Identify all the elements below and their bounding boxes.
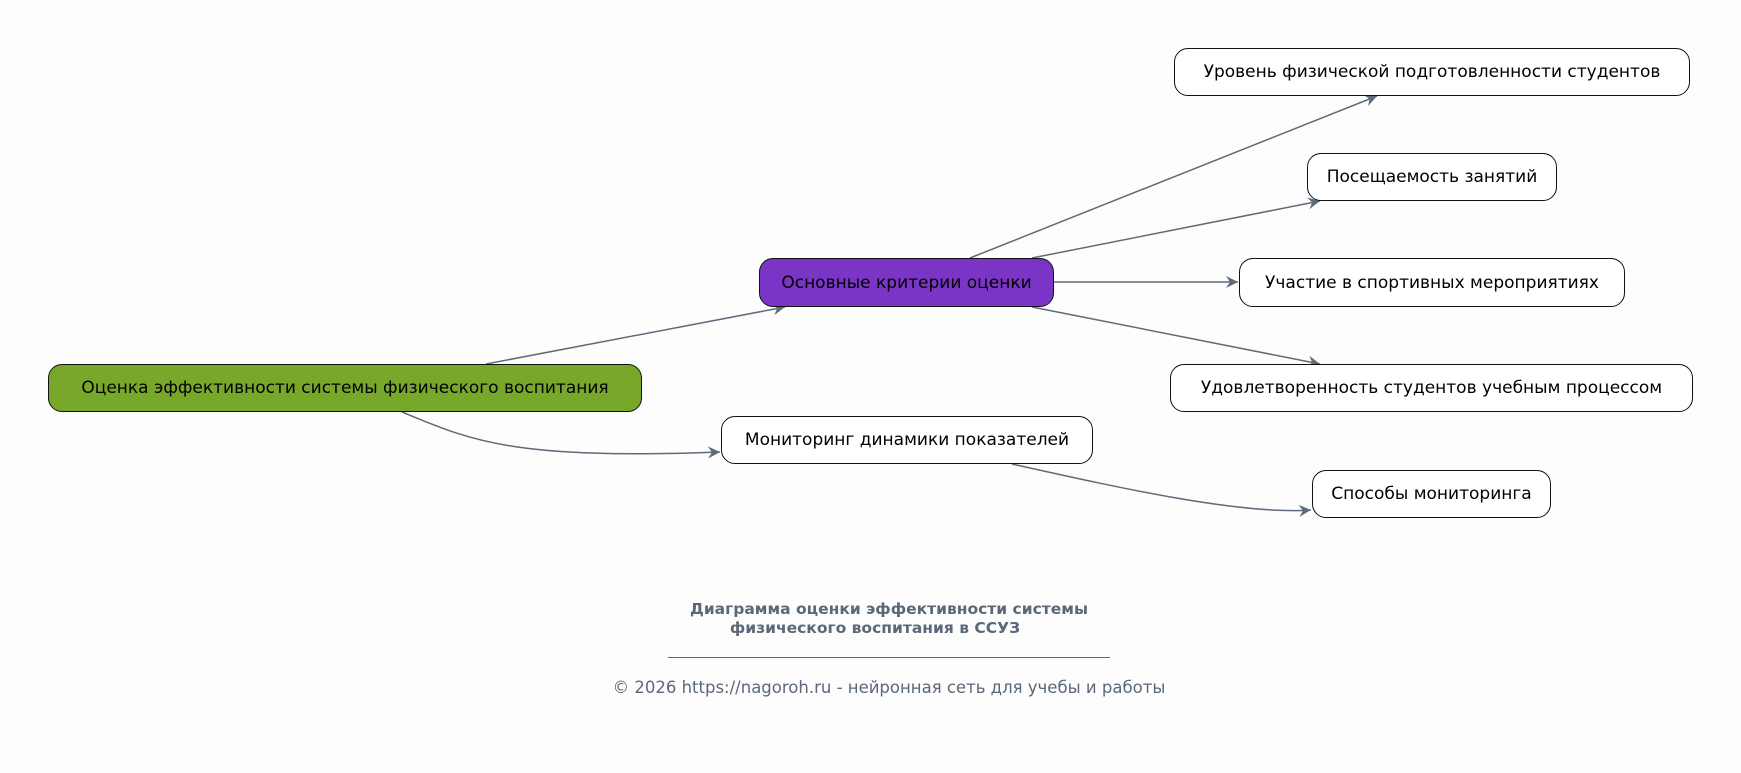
node-attendance[interactable]: Посещаемость занятий xyxy=(1307,153,1557,201)
caption-line-2: физического воспитания в ССУЗ xyxy=(729,619,1021,637)
edge-root-criteria xyxy=(485,303,786,365)
node-participation[interactable]: Участие в спортивных мероприятиях xyxy=(1239,258,1625,307)
edge-criteria-attendance xyxy=(1031,197,1321,259)
node-root[interactable]: Оценка эффективности системы физического… xyxy=(48,364,642,412)
edge-monitoring-methods xyxy=(1011,463,1312,517)
caption-divider xyxy=(668,657,1110,658)
caption-line-1: Диаграмма оценки эффективности системы xyxy=(690,600,1088,618)
edge-criteria-satisfaction xyxy=(1031,306,1321,368)
node-fitness[interactable]: Уровень физической подготовленности студ… xyxy=(1174,48,1690,96)
node-criteria[interactable]: Основные критерии оценки xyxy=(759,258,1054,307)
node-monitoring[interactable]: Мониторинг динамики показателей xyxy=(721,416,1093,464)
edge-criteria-fitness xyxy=(969,94,1378,259)
diagram-caption: Диаграмма оценки эффективности системы ф… xyxy=(668,600,1110,638)
node-satisfaction[interactable]: Удовлетворенность студентов учебным проц… xyxy=(1170,364,1693,412)
footer-copyright: © 2026 https://nagoroh.ru - нейронная се… xyxy=(612,678,1166,697)
node-methods[interactable]: Способы мониторинга xyxy=(1312,470,1551,518)
edge-root-monitoring xyxy=(401,411,721,459)
